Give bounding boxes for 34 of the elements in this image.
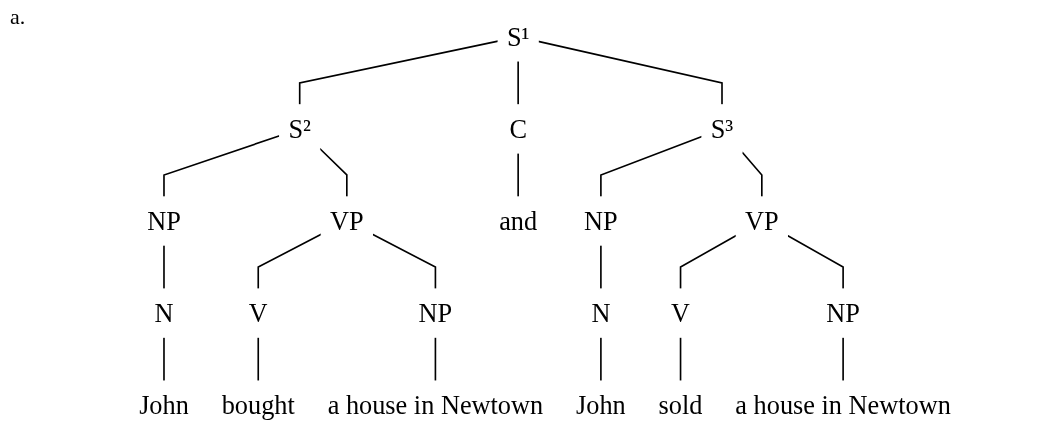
connector <box>163 336 165 382</box>
node-text: VP <box>330 206 364 236</box>
connector <box>517 60 519 106</box>
node-text: NP <box>584 206 618 236</box>
node-text: V <box>671 298 691 328</box>
node-text: N <box>154 298 174 328</box>
node-text: VP <box>745 206 779 236</box>
node-text: sold <box>658 390 703 420</box>
connector <box>600 244 602 290</box>
node-text: NP <box>147 206 181 236</box>
connector <box>298 40 499 106</box>
node-text: N <box>591 298 611 328</box>
node-text: John <box>139 390 189 420</box>
node-text: V <box>248 298 268 328</box>
connector <box>517 152 519 198</box>
connector <box>257 336 260 382</box>
connector <box>434 336 437 382</box>
connector <box>679 336 682 382</box>
node-text: S² <box>288 114 311 144</box>
node-text: NP <box>418 298 453 328</box>
node-text: John <box>576 390 626 420</box>
connector <box>842 336 844 382</box>
figure-label: a. <box>10 4 26 30</box>
node-text: C <box>509 114 527 144</box>
connector <box>163 244 165 290</box>
node-text: and <box>499 206 538 236</box>
node-text: bought <box>221 390 295 420</box>
connector <box>600 336 602 382</box>
node-text: a house in Newtown <box>735 390 951 420</box>
node-text: S¹ <box>506 22 530 52</box>
connector <box>741 151 763 198</box>
node-text: NP <box>826 298 860 328</box>
node-text: a house in Newtown <box>327 390 544 420</box>
node-text: S³ <box>710 114 734 144</box>
